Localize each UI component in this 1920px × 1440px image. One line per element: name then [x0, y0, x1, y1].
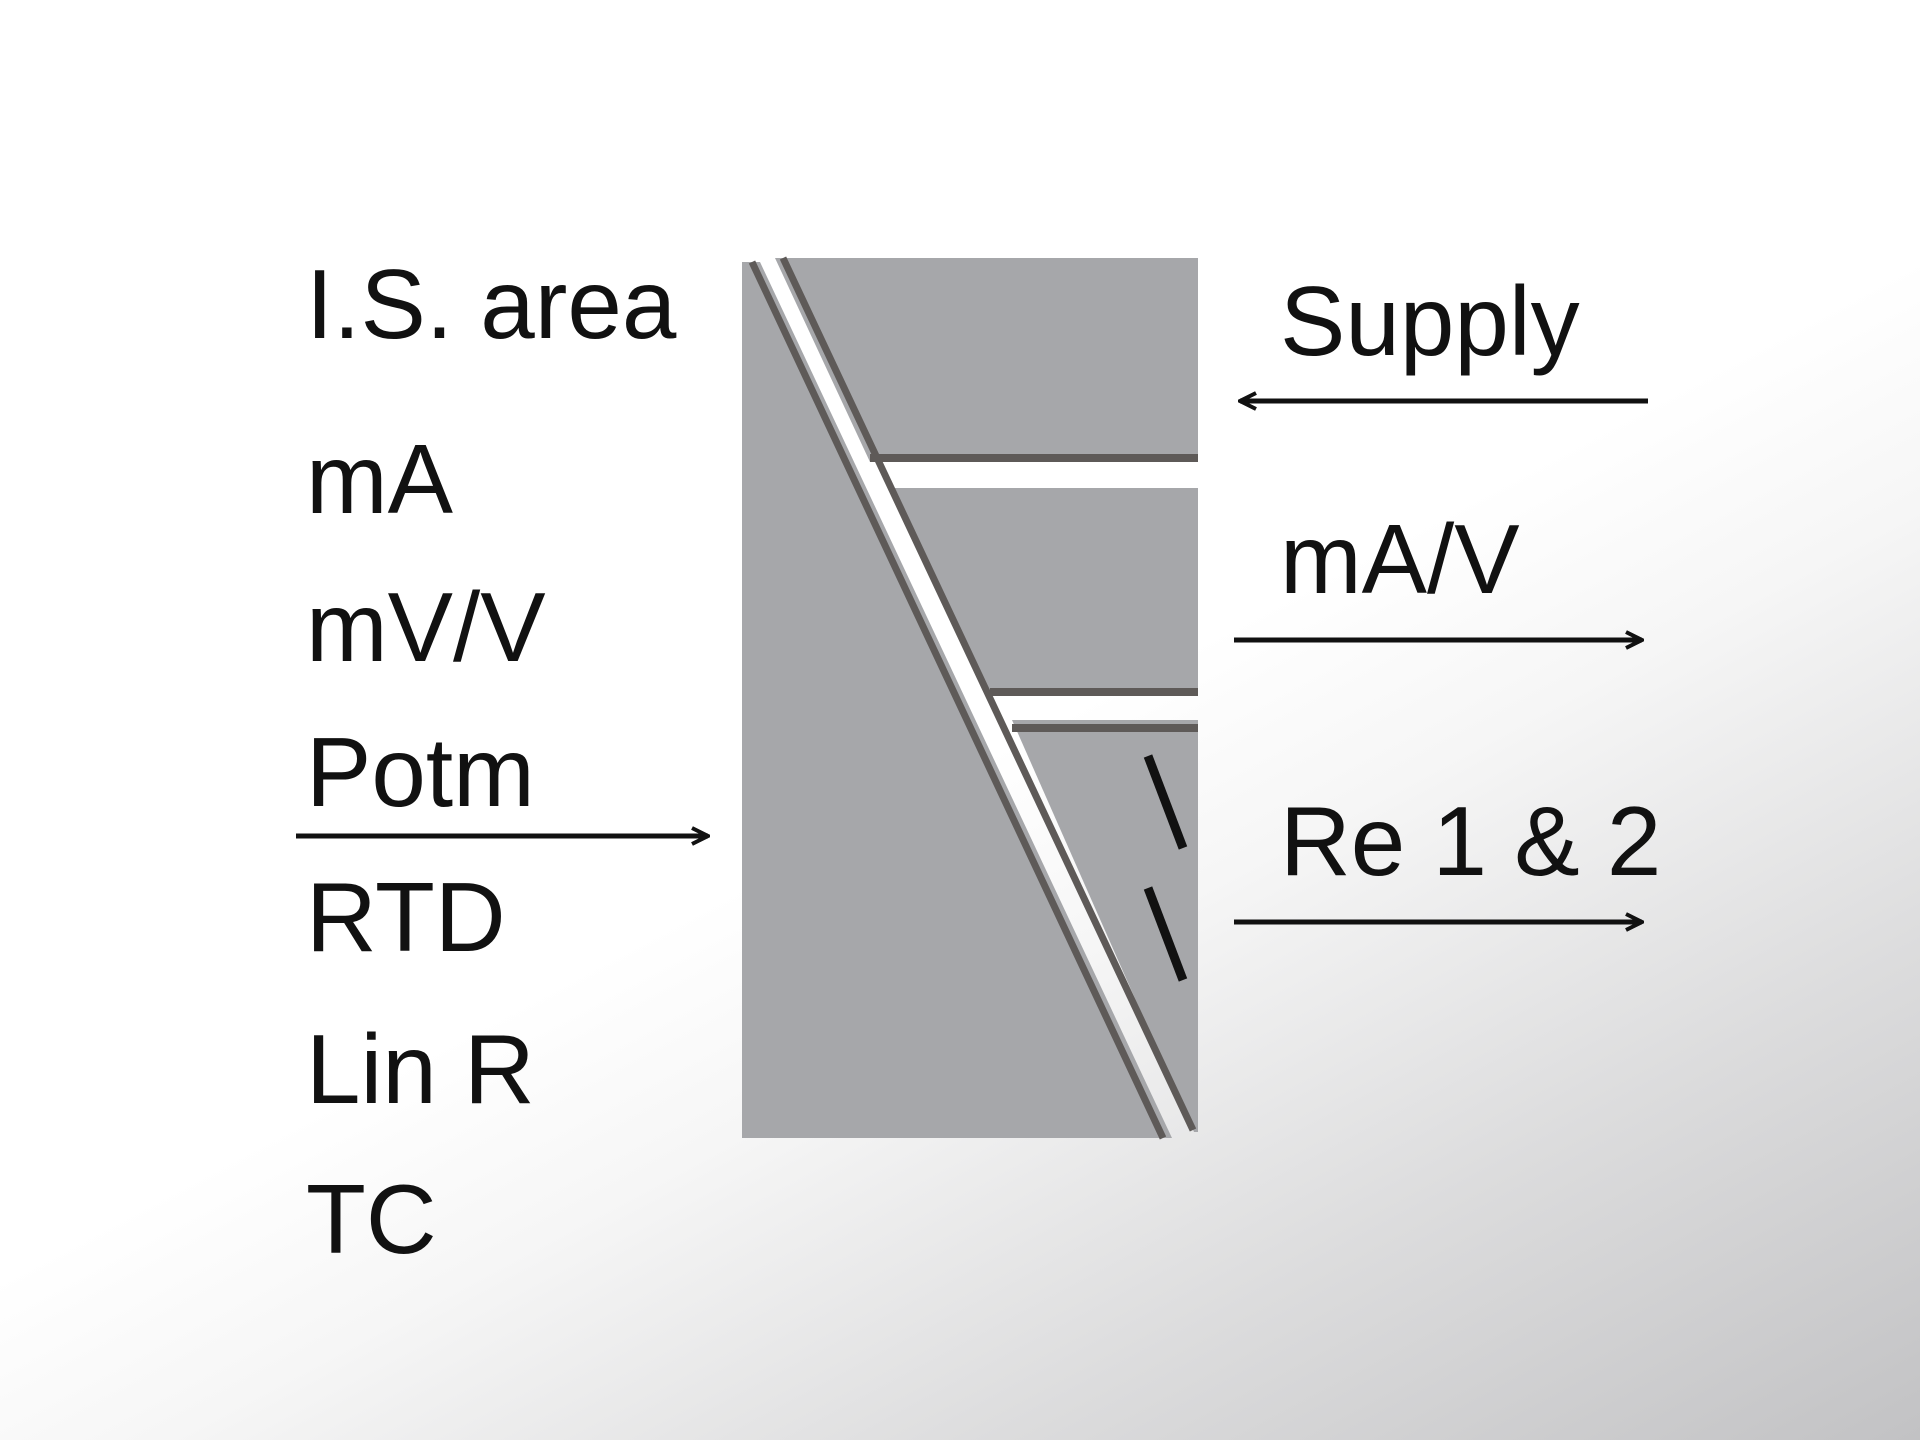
supply-label: Supply: [1280, 266, 1580, 376]
is-area-label: I.S. area: [306, 249, 677, 359]
diagonal-edge-left: [748, 260, 1167, 1140]
input-signal-lin-r: Lin R: [306, 1014, 535, 1124]
module-analog-output-section: [893, 488, 1198, 696]
module-relay-output-section: [1012, 720, 1198, 1132]
input-signal-ma: mA: [306, 424, 453, 534]
relay-output-label: Re 1 & 2: [1280, 786, 1662, 896]
module-supply-section: [775, 258, 1198, 462]
input-signal-potm: Potm: [306, 717, 535, 827]
relay-contact-2-icon: [1143, 886, 1188, 982]
diagonal-edge-right: [779, 256, 1197, 1132]
input-signal-rtd: RTD: [306, 862, 506, 972]
input-signal-mv-v: mV/V: [306, 572, 546, 682]
relay-contact-1-icon: [1143, 754, 1188, 850]
input-signal-tc: TC: [306, 1164, 437, 1274]
analog-output-label: mA/V: [1280, 504, 1520, 614]
